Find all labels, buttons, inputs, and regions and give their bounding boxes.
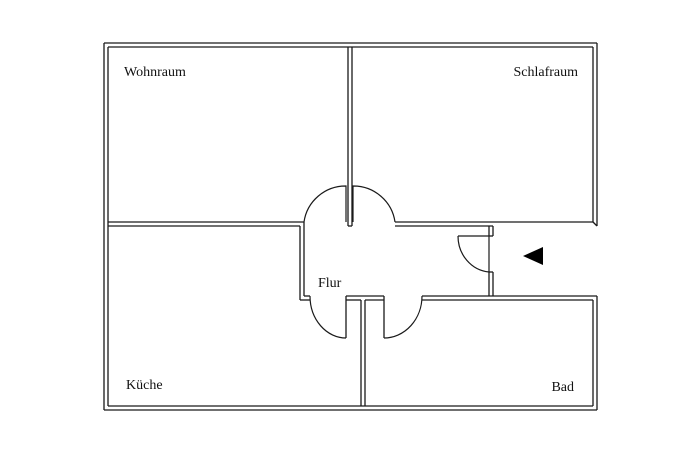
- wall-kueche-bad: [345, 295, 385, 406]
- room-label-kueche: Küche: [126, 378, 163, 393]
- room-label-bad: Bad: [551, 380, 574, 395]
- wall-wohnraum-kueche: [108, 221, 304, 227]
- room-label-schlafraum: Schlafraum: [513, 65, 578, 80]
- door-wohnraum: [303, 185, 347, 223]
- outer-wall-left: [103, 43, 109, 410]
- wall-wohnraum-schlafraum: [347, 47, 353, 227]
- outer-wall-right-lower: [592, 296, 598, 410]
- wall-flur-left: [299, 222, 310, 301]
- wall-flur-bad: [422, 295, 597, 301]
- entrance-arrow-icon: [523, 247, 543, 265]
- door-bad: [383, 295, 423, 339]
- entrance-jamb: [488, 271, 494, 296]
- door-schlafraum: [352, 185, 396, 223]
- door-entrance: [457, 235, 490, 273]
- outer-wall-bottom: [104, 405, 597, 411]
- room-label-flur: Flur: [318, 276, 342, 291]
- door-kueche: [309, 295, 347, 339]
- wall-schlafraum-flur: [395, 221, 598, 237]
- room-label-wohnraum: Wohnraum: [124, 65, 186, 80]
- outer-wall-right-upper: [592, 43, 598, 226]
- outer-wall-top: [104, 42, 597, 48]
